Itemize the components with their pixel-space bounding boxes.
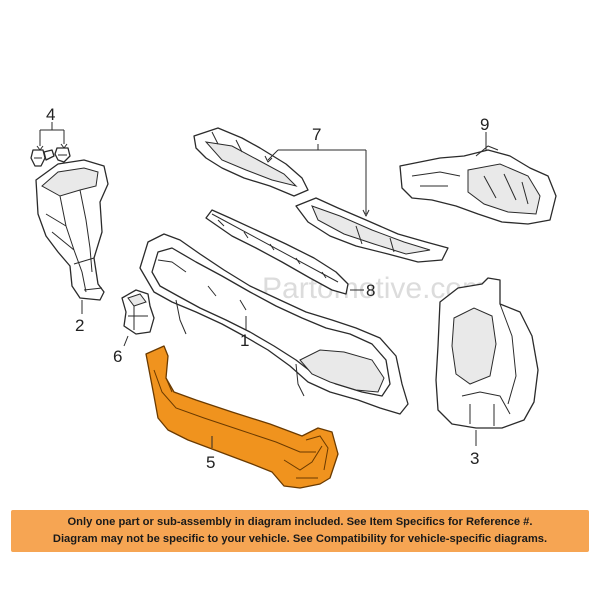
disclaimer-banner: Only one part or sub-assembly in diagram… [11,510,589,552]
callout-4: 4 [46,105,55,124]
disclaimer-line-1: Only one part or sub-assembly in diagram… [67,516,533,528]
part-9-upper-support [399,145,557,225]
part-8-upper-tie-bar [205,209,349,295]
leader-4 [39,122,65,146]
callout-8: 8 [366,281,375,300]
part-2-side-deflector [35,159,109,301]
callout-3: 3 [470,449,479,468]
callout-5: 5 [206,453,215,472]
callout-9: 9 [480,115,489,134]
callout-1: 1 [240,331,249,350]
callout-2: 2 [75,316,84,335]
leader-7 [267,144,367,214]
part-5-lower-tie-bar [145,345,339,489]
callout-6: 6 [113,347,122,366]
part-1-radiator-support [139,233,409,415]
part-4-clips [30,147,71,167]
part-6-bracket [121,289,155,335]
part-7-upper-air-deflector [193,127,449,263]
callout-7: 7 [312,125,321,144]
disclaimer-line-2: Diagram may not be specific to your vehi… [52,533,548,545]
leader-6 [123,335,129,347]
part-3-side-baffle [435,277,539,429]
